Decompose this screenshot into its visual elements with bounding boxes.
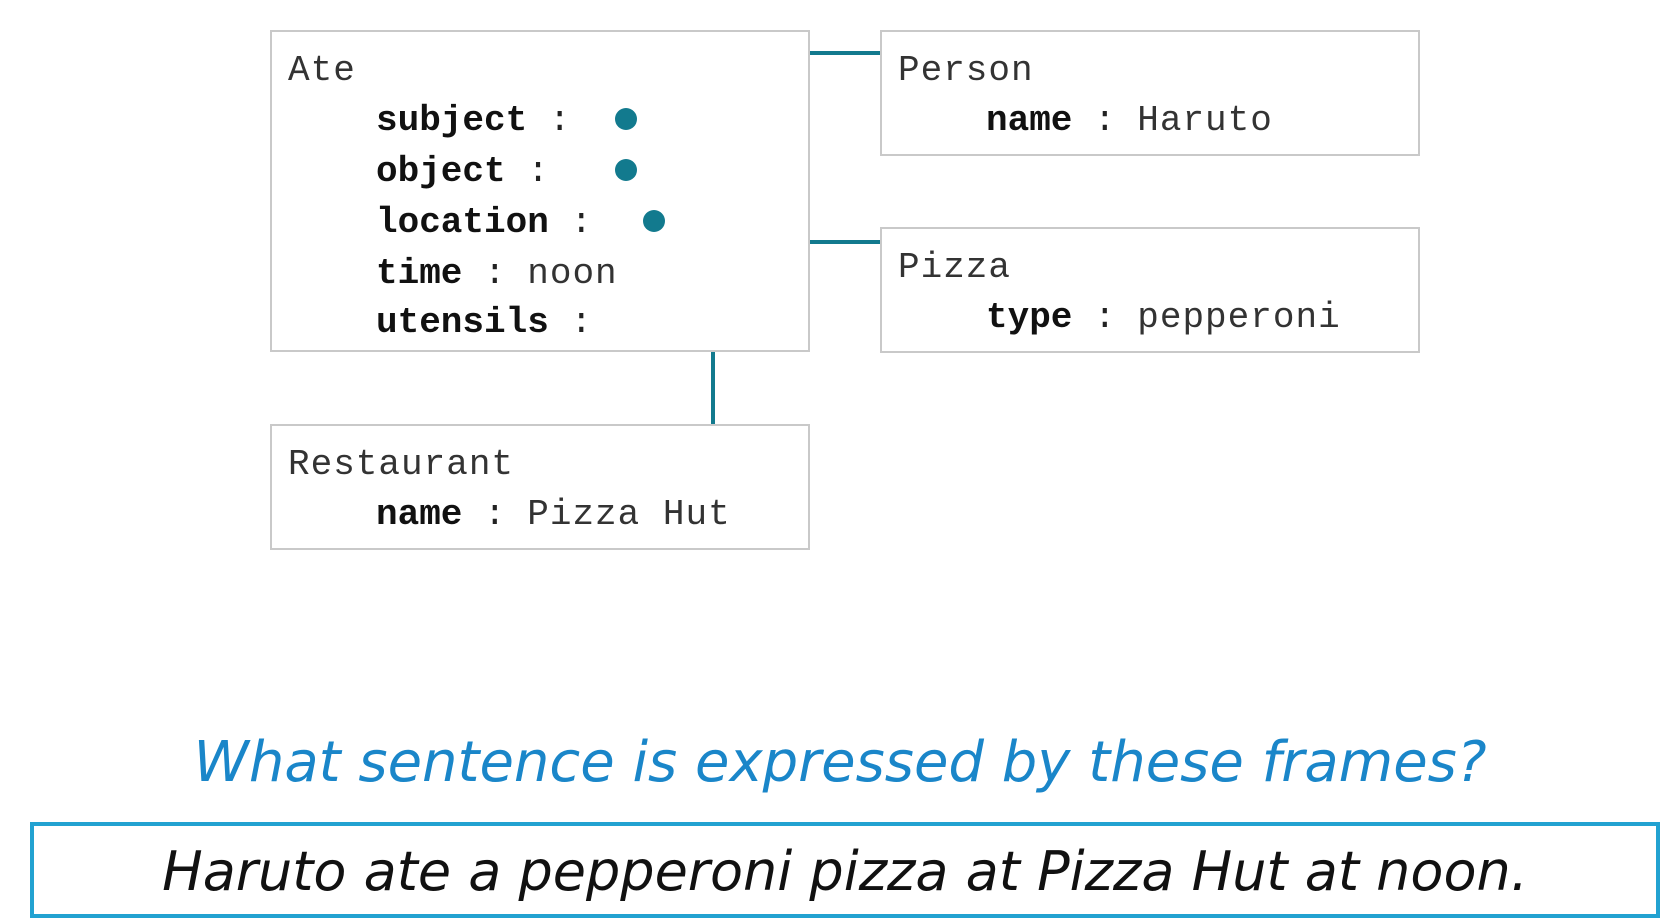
slot-name: name : Pizza Hut (376, 494, 731, 535)
slot-subject: subject : (376, 100, 570, 141)
slot-type: type : pepperoni (986, 297, 1341, 338)
slot-value: Pizza Hut (527, 494, 731, 535)
slot-key: subject (376, 100, 528, 141)
person-frame-title: Person (898, 50, 1034, 91)
slot-value: pepperoni (1137, 297, 1341, 338)
question-text: What sentence is expressed by these fram… (193, 730, 1487, 795)
slot-name: name : Haruto (986, 100, 1273, 141)
slot-separator: : (570, 202, 593, 243)
ate-frame-title: Ate (288, 50, 356, 91)
ate-frame: Ate subject : object : location : time :… (270, 30, 810, 352)
restaurant-frame: Restaurant name : Pizza Hut (270, 424, 810, 550)
slot-key: utensils (376, 302, 549, 343)
pizza-frame-title: Pizza (898, 247, 1012, 288)
object-link-dot (615, 159, 637, 181)
slot-separator: : (570, 302, 593, 343)
slot-time: time : noon (376, 253, 618, 294)
slot-object: object : (376, 151, 549, 192)
restaurant-frame-title: Restaurant (288, 444, 515, 485)
slot-separator: : (527, 151, 549, 192)
answer-box: Haruto ate a pepperoni pizza at Pizza Hu… (30, 822, 1660, 918)
subject-link-dot (615, 108, 637, 130)
person-frame: Person name : Haruto (880, 30, 1420, 156)
slot-separator: : (1094, 100, 1116, 141)
answer-text: Haruto ate a pepperoni pizza at Pizza Hu… (162, 840, 1528, 903)
slot-value: Haruto (1137, 100, 1273, 141)
slot-utensils: utensils : (376, 302, 592, 343)
slot-key: object (376, 151, 506, 192)
slot-value: noon (527, 253, 618, 294)
slot-key: location (376, 202, 549, 243)
slot-separator: : (484, 494, 506, 535)
slot-separator: : (1094, 297, 1116, 338)
slot-location: location : (376, 202, 592, 243)
slot-key: name (986, 100, 1073, 141)
slot-key: type (986, 297, 1073, 338)
slot-separator: : (484, 253, 506, 294)
slot-key: name (376, 494, 463, 535)
pizza-frame: Pizza type : pepperoni (880, 227, 1420, 353)
slot-separator: : (548, 100, 571, 141)
location-link-dot (643, 210, 665, 232)
slot-key: time (376, 253, 463, 294)
